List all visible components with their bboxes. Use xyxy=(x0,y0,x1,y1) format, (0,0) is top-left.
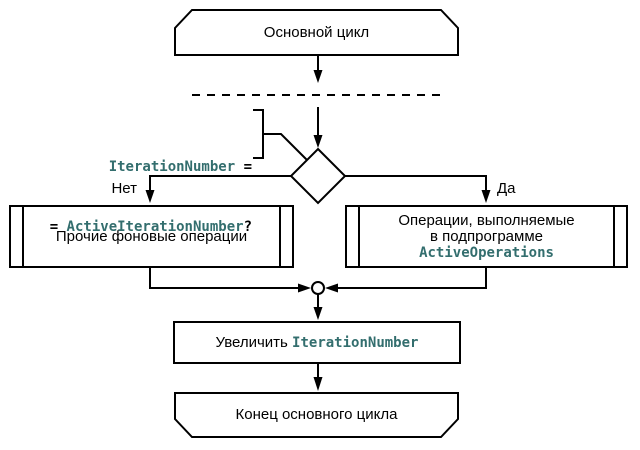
edge-merge-left xyxy=(149,267,299,289)
increment-box-label: Увеличить IterationNumber xyxy=(174,322,460,363)
arrowhead-merge-left xyxy=(298,283,311,293)
yes-branch-box-line1: Операции, выполняемые xyxy=(398,211,575,229)
note-bracket xyxy=(253,109,264,159)
decision-note-code2: ActiveIterationNumber xyxy=(66,219,244,235)
no-branch-box-inner-bars xyxy=(22,206,281,267)
decision-diamond xyxy=(289,147,347,205)
decision-note-code1: IterationNumber xyxy=(108,159,236,175)
decision-note-line1: IterationNumber = xyxy=(0,157,252,177)
yes-branch-box-line2: в подпрограмме xyxy=(430,227,543,245)
yes-branch-box-shape xyxy=(345,205,628,268)
arrowhead-merge-right xyxy=(325,283,338,293)
branch-label-no: Нет xyxy=(111,180,137,197)
decision-note-question-mark: ? xyxy=(243,219,252,235)
edge-yes-branch xyxy=(345,175,487,191)
arrowhead-into-decision xyxy=(313,135,323,148)
arrowhead-no-branch xyxy=(145,190,155,203)
increment-box-code: IterationNumber xyxy=(292,334,419,351)
decision-note-op2: = xyxy=(49,219,67,235)
branch-label-yes: Да xyxy=(497,180,516,197)
edge-no-branch xyxy=(149,175,291,191)
increment-box-prefix: Увеличить xyxy=(215,333,293,351)
decision-note-op1: = xyxy=(235,159,252,175)
loop-end-label: Конец основного цикла xyxy=(235,406,398,423)
arrowhead-loopstart-down xyxy=(313,70,323,83)
edge-merge-right xyxy=(337,267,487,289)
no-branch-box-label: Прочие фоновые операции xyxy=(55,227,248,245)
arrowhead-yes-branch xyxy=(481,190,491,203)
arrowhead-increment-down xyxy=(313,377,323,391)
merge-connector-circle xyxy=(311,281,325,295)
loop-end-shape xyxy=(174,392,459,438)
decision-note: IterationNumber = = ActiveIterationNumbe… xyxy=(0,117,252,277)
yes-branch-box-code: ActiveOperations xyxy=(419,244,554,261)
yes-branch-box-label: Операции, выполняемые в подпрограмме Act… xyxy=(359,206,614,267)
loop-start-label: Основной цикл xyxy=(263,23,370,41)
arrowhead-connector-down xyxy=(313,307,323,320)
loop-start-shape xyxy=(174,9,459,56)
no-branch-box-shape xyxy=(9,205,294,268)
yes-branch-box-inner-bars xyxy=(358,206,615,267)
decision-note-line2: = ActiveIterationNumber? xyxy=(0,217,252,237)
note-leader-line xyxy=(263,133,309,162)
increment-box-shape xyxy=(173,321,461,364)
